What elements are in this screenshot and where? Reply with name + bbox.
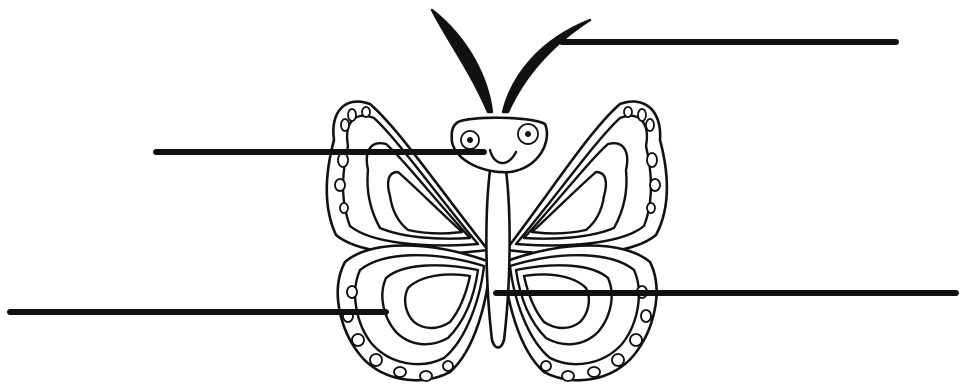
- butterfly-body: [486, 170, 509, 348]
- wing-spot: [340, 203, 348, 213]
- wing-spot: [646, 119, 654, 131]
- wing-spot: [362, 107, 370, 117]
- wing-spot: [341, 119, 349, 131]
- wing-spot: [394, 367, 406, 377]
- wing-spot: [562, 371, 574, 381]
- wing-spot: [420, 371, 432, 381]
- wing-spot: [647, 203, 655, 213]
- wing-spot: [638, 109, 646, 121]
- wing-spot: [624, 107, 632, 117]
- lower-right-wing: [504, 246, 657, 382]
- wing-spot: [641, 310, 651, 322]
- wing-spot: [541, 361, 551, 371]
- wing-spot: [650, 179, 660, 191]
- butterfly-head: [452, 118, 547, 172]
- right-antenna: [503, 20, 590, 112]
- wing-spot: [348, 109, 356, 121]
- wing-spot: [443, 361, 453, 371]
- wing-spot: [335, 179, 345, 191]
- wing-spot: [612, 354, 624, 366]
- wing-spot: [588, 367, 600, 377]
- wing-spot: [370, 354, 382, 366]
- wing-spot: [347, 286, 357, 298]
- left-antenna: [432, 10, 492, 112]
- wing-spot: [352, 334, 364, 346]
- antennae: [432, 10, 590, 112]
- wing-spot: [647, 153, 657, 167]
- wing-spot: [630, 334, 642, 346]
- wing-spot: [338, 153, 348, 167]
